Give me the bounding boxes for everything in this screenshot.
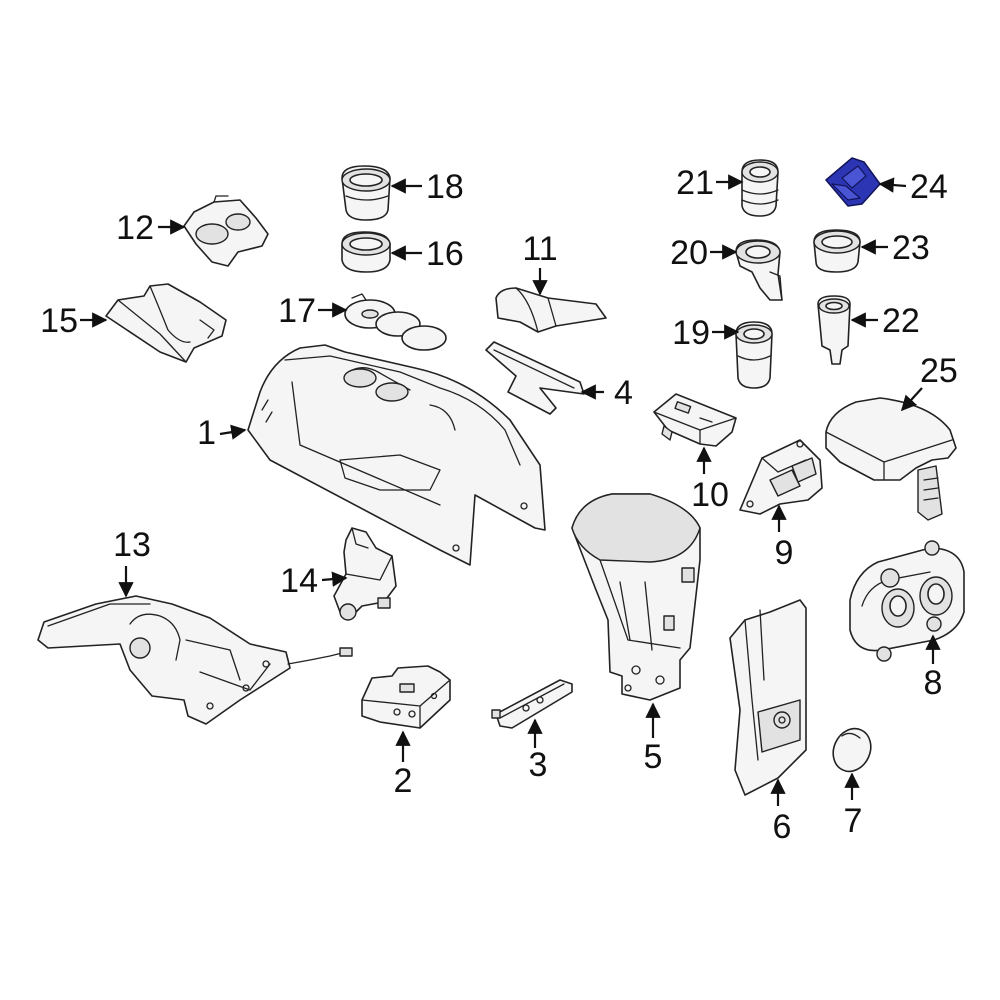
label-23: 23 bbox=[892, 229, 930, 267]
part-24-highlighted[interactable] bbox=[825, 157, 881, 207]
part-16-ring[interactable] bbox=[341, 231, 391, 273]
label-9: 9 bbox=[775, 534, 794, 572]
label-10: 10 bbox=[691, 476, 729, 514]
part-8-switch-panel[interactable] bbox=[849, 540, 965, 662]
label-4: 4 bbox=[614, 374, 633, 412]
part-4-trim-strip[interactable] bbox=[485, 341, 585, 415]
part-20-socket-bracket[interactable] bbox=[735, 239, 783, 301]
part-9-clip-bracket[interactable] bbox=[739, 439, 823, 515]
label-3: 3 bbox=[529, 746, 548, 784]
part-23-cap-ring[interactable] bbox=[813, 229, 861, 273]
label-13: 13 bbox=[113, 526, 151, 564]
label-21: 21 bbox=[676, 164, 714, 202]
arrow-14 bbox=[321, 571, 348, 587]
label-25: 25 bbox=[920, 352, 958, 390]
part-6-side-panel[interactable] bbox=[729, 599, 807, 796]
part-7-round-cap[interactable] bbox=[826, 722, 877, 777]
part-19-socket[interactable] bbox=[735, 321, 773, 389]
label-5: 5 bbox=[644, 738, 663, 776]
part-13-brake-assembly[interactable] bbox=[37, 595, 353, 725]
part-11-cover[interactable] bbox=[495, 287, 607, 333]
part-21-lighter[interactable] bbox=[741, 159, 779, 217]
leader-arrows bbox=[80, 174, 941, 806]
label-11: 11 bbox=[522, 230, 557, 268]
part-2-bracket[interactable] bbox=[361, 665, 451, 729]
label-8: 8 bbox=[924, 664, 943, 702]
label-1: 1 bbox=[197, 414, 216, 452]
callout-labels: 1 2 3 4 5 6 7 8 9 10 11 12 13 14 15 16 1… bbox=[40, 164, 958, 846]
arrow-24 bbox=[878, 177, 907, 193]
label-7: 7 bbox=[844, 802, 863, 840]
part-5-armrest-base[interactable] bbox=[571, 493, 701, 701]
part-15-shift-bezel[interactable] bbox=[105, 283, 227, 363]
label-20: 20 bbox=[670, 234, 708, 272]
part-18-cup-insert[interactable] bbox=[341, 165, 391, 221]
part-3-rail[interactable] bbox=[491, 679, 573, 729]
part-22-tall-socket[interactable] bbox=[817, 295, 851, 365]
arrow-25 bbox=[900, 387, 923, 412]
part-12-cupholder-frame[interactable] bbox=[183, 195, 269, 267]
label-19: 19 bbox=[672, 314, 710, 352]
label-22: 22 bbox=[882, 302, 920, 340]
label-6: 6 bbox=[773, 808, 792, 846]
label-14: 14 bbox=[280, 562, 318, 600]
label-2: 2 bbox=[394, 762, 413, 800]
part-10-switch-module[interactable] bbox=[653, 393, 737, 447]
part-25-armrest-lid[interactable] bbox=[825, 397, 957, 521]
part-1-console-panel[interactable] bbox=[247, 344, 546, 566]
label-18: 18 bbox=[426, 168, 464, 206]
label-16: 16 bbox=[426, 235, 464, 273]
part-17-insert-mat[interactable] bbox=[344, 293, 447, 351]
part-14-actuator[interactable] bbox=[333, 527, 397, 621]
arrow-1 bbox=[219, 424, 247, 440]
label-17: 17 bbox=[278, 292, 316, 330]
label-24: 24 bbox=[910, 168, 948, 206]
label-12: 12 bbox=[116, 209, 154, 247]
label-15: 15 bbox=[40, 302, 78, 340]
